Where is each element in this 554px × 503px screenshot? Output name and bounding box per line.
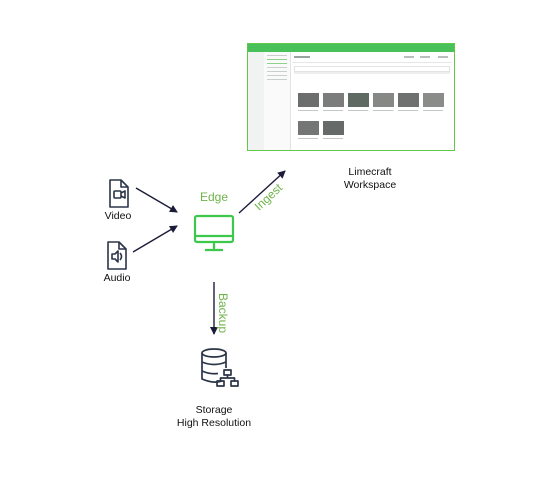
workspace-label: Limecraft Workspace (320, 166, 420, 191)
workspace-label-line2: Workspace (343, 178, 397, 191)
workspace-header (292, 54, 452, 63)
video-to-edge-arrow (135, 187, 178, 213)
workspace-label-line1: Limecraft (348, 166, 392, 178)
thumbnail (373, 93, 394, 107)
video-label: Video (104, 210, 132, 222)
workspace-sidebar (264, 52, 291, 150)
edge-monitor-icon (193, 214, 235, 252)
edge-label: Edge (199, 190, 229, 204)
storage-database-icon (201, 348, 239, 387)
workspace-nav-rail (248, 52, 264, 150)
workspace-filter-row (294, 72, 450, 74)
video-file-icon (109, 179, 129, 208)
workspace-topbar (248, 44, 454, 52)
thumbnail (323, 121, 344, 135)
ingest-arrow (238, 170, 286, 214)
audio-to-edge-arrow (132, 225, 178, 253)
storage-label-line1: Storage (195, 404, 233, 416)
workspace-toolbar (294, 66, 450, 72)
thumbnail (323, 93, 344, 107)
limecraft-workspace-screenshot (247, 43, 455, 151)
audio-file-icon (107, 241, 127, 270)
thumbnail (398, 93, 419, 107)
backup-label: Backup (216, 292, 231, 334)
storage-label: Storage High Resolution (164, 404, 264, 429)
thumbnail (348, 93, 369, 107)
storage-label-line2: High Resolution (176, 416, 252, 429)
thumbnail (298, 121, 319, 135)
thumbnail (423, 93, 444, 107)
audio-label: Audio (103, 272, 131, 284)
thumbnail (298, 93, 319, 107)
